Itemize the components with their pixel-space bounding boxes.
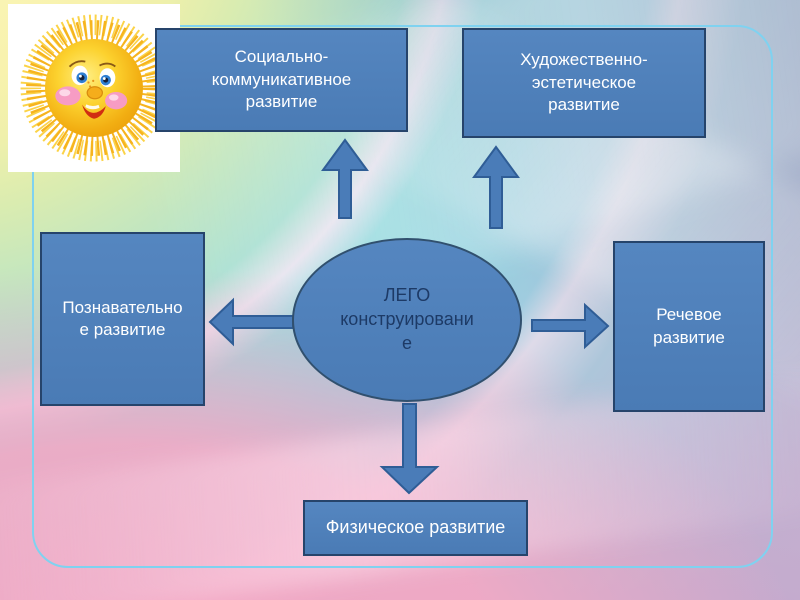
- node-label-line: коммуникативное: [211, 69, 352, 89]
- node-label-line: развитие: [245, 92, 318, 112]
- node-artistic-aesthetic: Художественно- эстетическое развитие: [462, 28, 706, 138]
- node-speech: Речевое развитие: [613, 241, 765, 412]
- arrow-up-to-social: [321, 138, 369, 219]
- node-label-line: е развитие: [79, 320, 166, 339]
- slide-frame-border: [32, 25, 773, 568]
- center-label-line: е: [401, 332, 412, 353]
- center-label-line: конструировани: [340, 309, 474, 330]
- node-label-line: развитие: [653, 327, 725, 347]
- node-label-line: Речевое: [656, 305, 722, 325]
- node-cognitive: Познавательно е развитие: [40, 232, 205, 406]
- node-physical: Физическое развитие: [303, 500, 528, 556]
- node-label-line: Познавательно: [62, 297, 183, 317]
- node-social-communicative: Социально- коммуникативное развитие: [155, 28, 408, 132]
- center-label-line: ЛЕГО: [383, 285, 431, 306]
- sun-eyelash-right: [99, 62, 116, 68]
- arrow-down-to-physical: [379, 403, 440, 495]
- node-label-line: эстетическое: [531, 72, 637, 92]
- node-label-line: Физическое развитие: [325, 517, 506, 538]
- arrow-right-to-speech: [531, 302, 610, 350]
- node-label-line: Художественно-: [520, 50, 648, 70]
- node-label-line: развитие: [548, 95, 620, 115]
- node-center-lego-construction: ЛЕГО конструировани е: [292, 238, 522, 402]
- arrow-up-to-artistic: [472, 145, 520, 229]
- sun-eyelash-left: [68, 60, 86, 68]
- sun-rays-inner: [26, 20, 162, 156]
- node-label-line: Социально-: [234, 47, 329, 67]
- sun-mouth: [82, 104, 106, 119]
- sun-image: [8, 4, 180, 172]
- arrow-left-to-cognitive: [208, 297, 294, 347]
- sun-nose: [86, 86, 104, 100]
